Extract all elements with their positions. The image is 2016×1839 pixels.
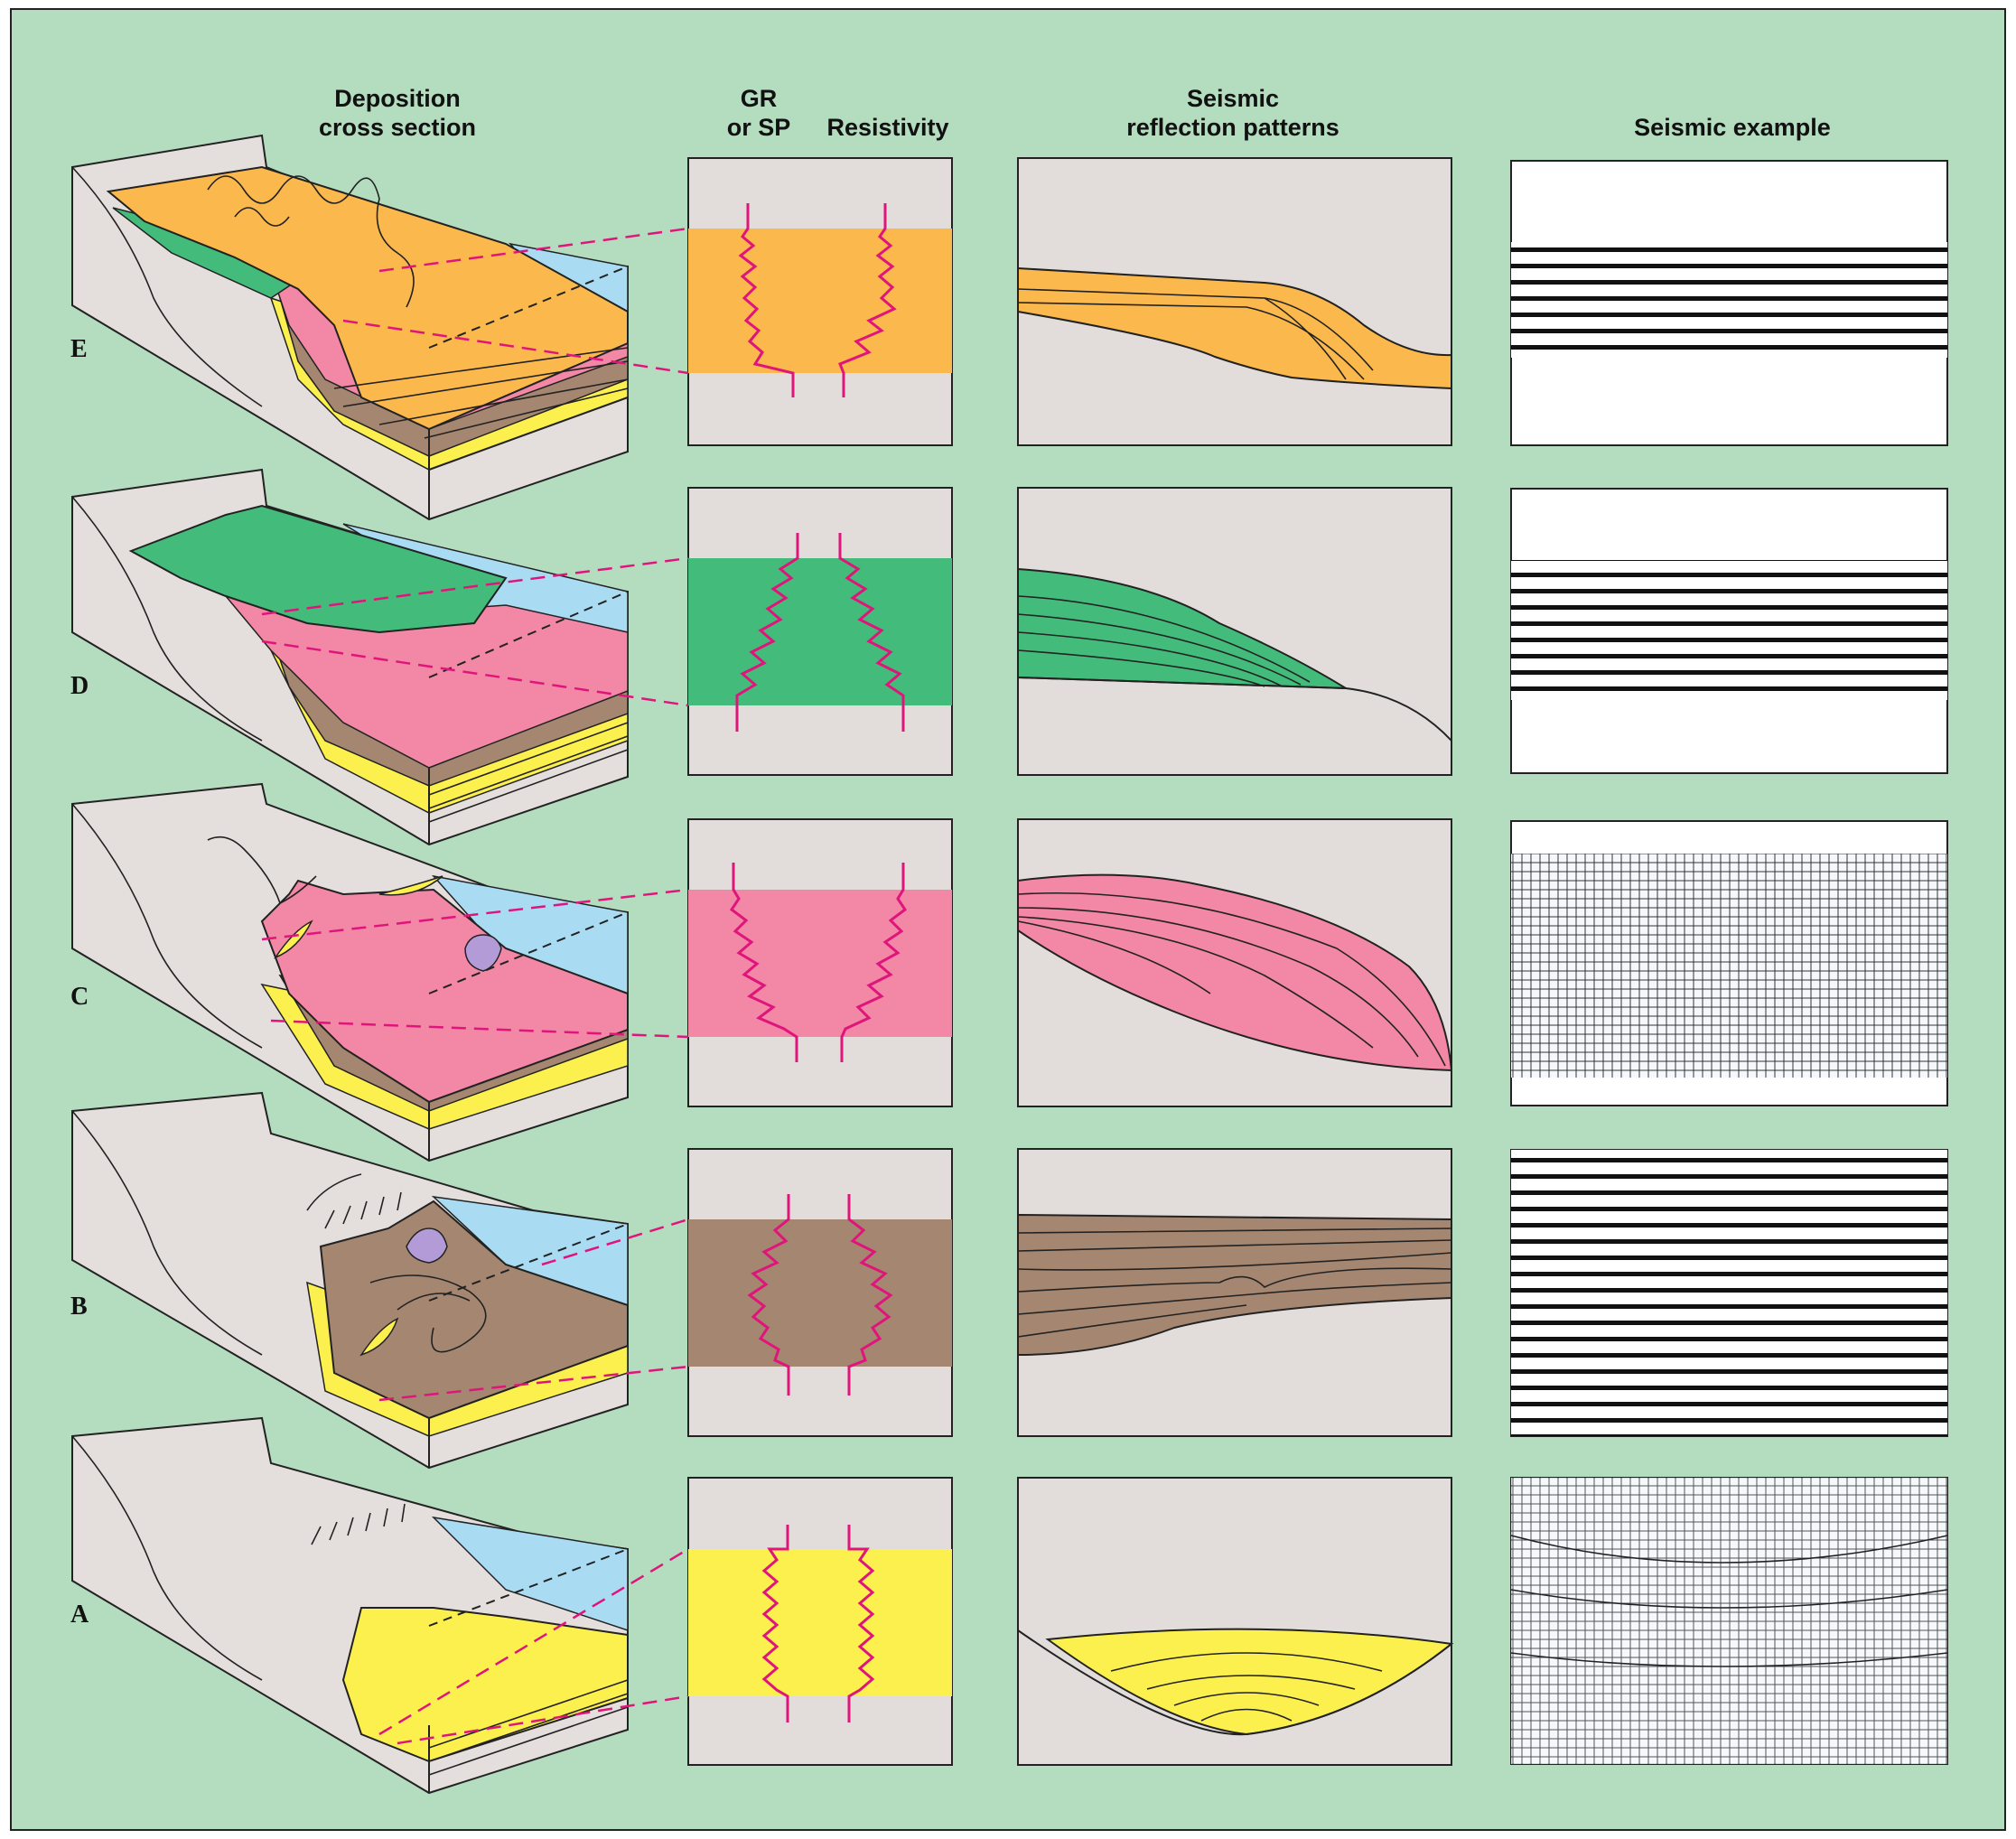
row-label-e: E — [70, 335, 88, 363]
seismic-example-a — [1510, 1477, 1948, 1765]
block-diagram-a — [71, 1416, 629, 1795]
header-deposition-2: cross section — [319, 114, 476, 141]
log-band-e — [688, 229, 952, 373]
header-resistivity: Resistivity — [826, 114, 948, 141]
seismic-example-c — [1510, 820, 1948, 1106]
log-panel-a — [687, 1477, 953, 1766]
seismic-example-d — [1510, 488, 1948, 774]
seismic-example-b — [1510, 1149, 1948, 1437]
reflection-pattern-b — [1017, 1148, 1452, 1437]
reflection-pattern-c — [1017, 818, 1453, 1107]
block-diagram-e — [71, 134, 629, 521]
seismic-example-e — [1510, 160, 1948, 446]
header-deposition-1: Deposition — [334, 85, 461, 112]
header-seismic-example: Seismic example — [1634, 114, 1831, 141]
header-gr-2: or SP — [727, 114, 791, 141]
block-diagram-c — [71, 782, 629, 1162]
row-label-d: D — [70, 672, 89, 700]
log-panel-e — [687, 157, 953, 446]
header-seismic-1: Seismic — [1187, 85, 1279, 112]
log-panel-b — [687, 1148, 953, 1437]
log-panel-d — [687, 487, 953, 776]
block-diagram-b — [71, 1091, 629, 1470]
log-band-b — [688, 1219, 952, 1367]
log-band-a — [688, 1549, 952, 1696]
reflection-pattern-a — [1017, 1477, 1454, 1766]
header-seismic-2: reflection patterns — [1126, 114, 1339, 141]
row-label-a: A — [70, 1601, 89, 1629]
header-gr-1: GR — [741, 85, 778, 112]
correlation-lines — [261, 227, 689, 1745]
reflection-pattern-d — [1017, 487, 1452, 776]
row-label-c: C — [70, 983, 89, 1011]
log-panel-c — [687, 818, 953, 1107]
log-band-c — [688, 890, 952, 1037]
row-label-b: B — [70, 1293, 88, 1321]
reflection-pattern-e — [1017, 157, 1452, 446]
block-diagram-d — [71, 468, 629, 846]
log-band-d — [688, 558, 952, 705]
